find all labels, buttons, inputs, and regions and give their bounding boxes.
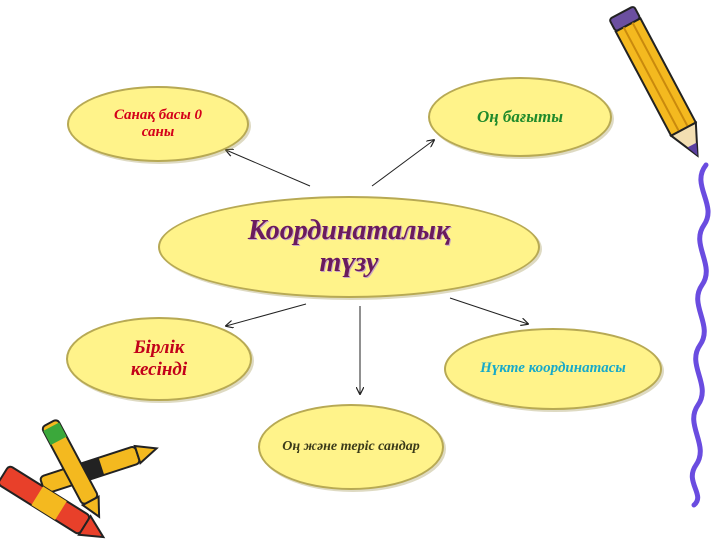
node-middle-right-label: Нүкте координатасы: [480, 360, 626, 377]
arrow-to-middle-left: [226, 303, 307, 326]
arrow-to-top-left: [226, 150, 311, 187]
crayons-icon: [0, 419, 159, 539]
wavy-border: [689, 162, 711, 508]
node-bottom-label: Оң және теріс сандар: [282, 438, 420, 454]
node-middle-left: Бірлік кесінді: [66, 317, 252, 401]
node-top-right: Оң бағыты: [428, 77, 612, 157]
node-middle-right: Нүкте координатасы: [444, 328, 662, 410]
arrow-to-top-right: [371, 140, 434, 187]
center-node-label: Координаталық түзу: [247, 214, 451, 278]
node-bottom: Оң және теріс сандар: [258, 404, 444, 490]
arrow-to-middle-right: [449, 297, 528, 324]
node-top-right-label: Оң бағыты: [476, 107, 564, 127]
node-top-left-label: Санақ басы 0 саны: [113, 106, 203, 140]
node-middle-left-label: Бірлік кесінді: [130, 337, 188, 380]
node-top-left: Санақ басы 0 саны: [67, 86, 249, 162]
center-node: Координаталық түзу: [158, 196, 540, 298]
pencil-icon: [609, 6, 699, 158]
